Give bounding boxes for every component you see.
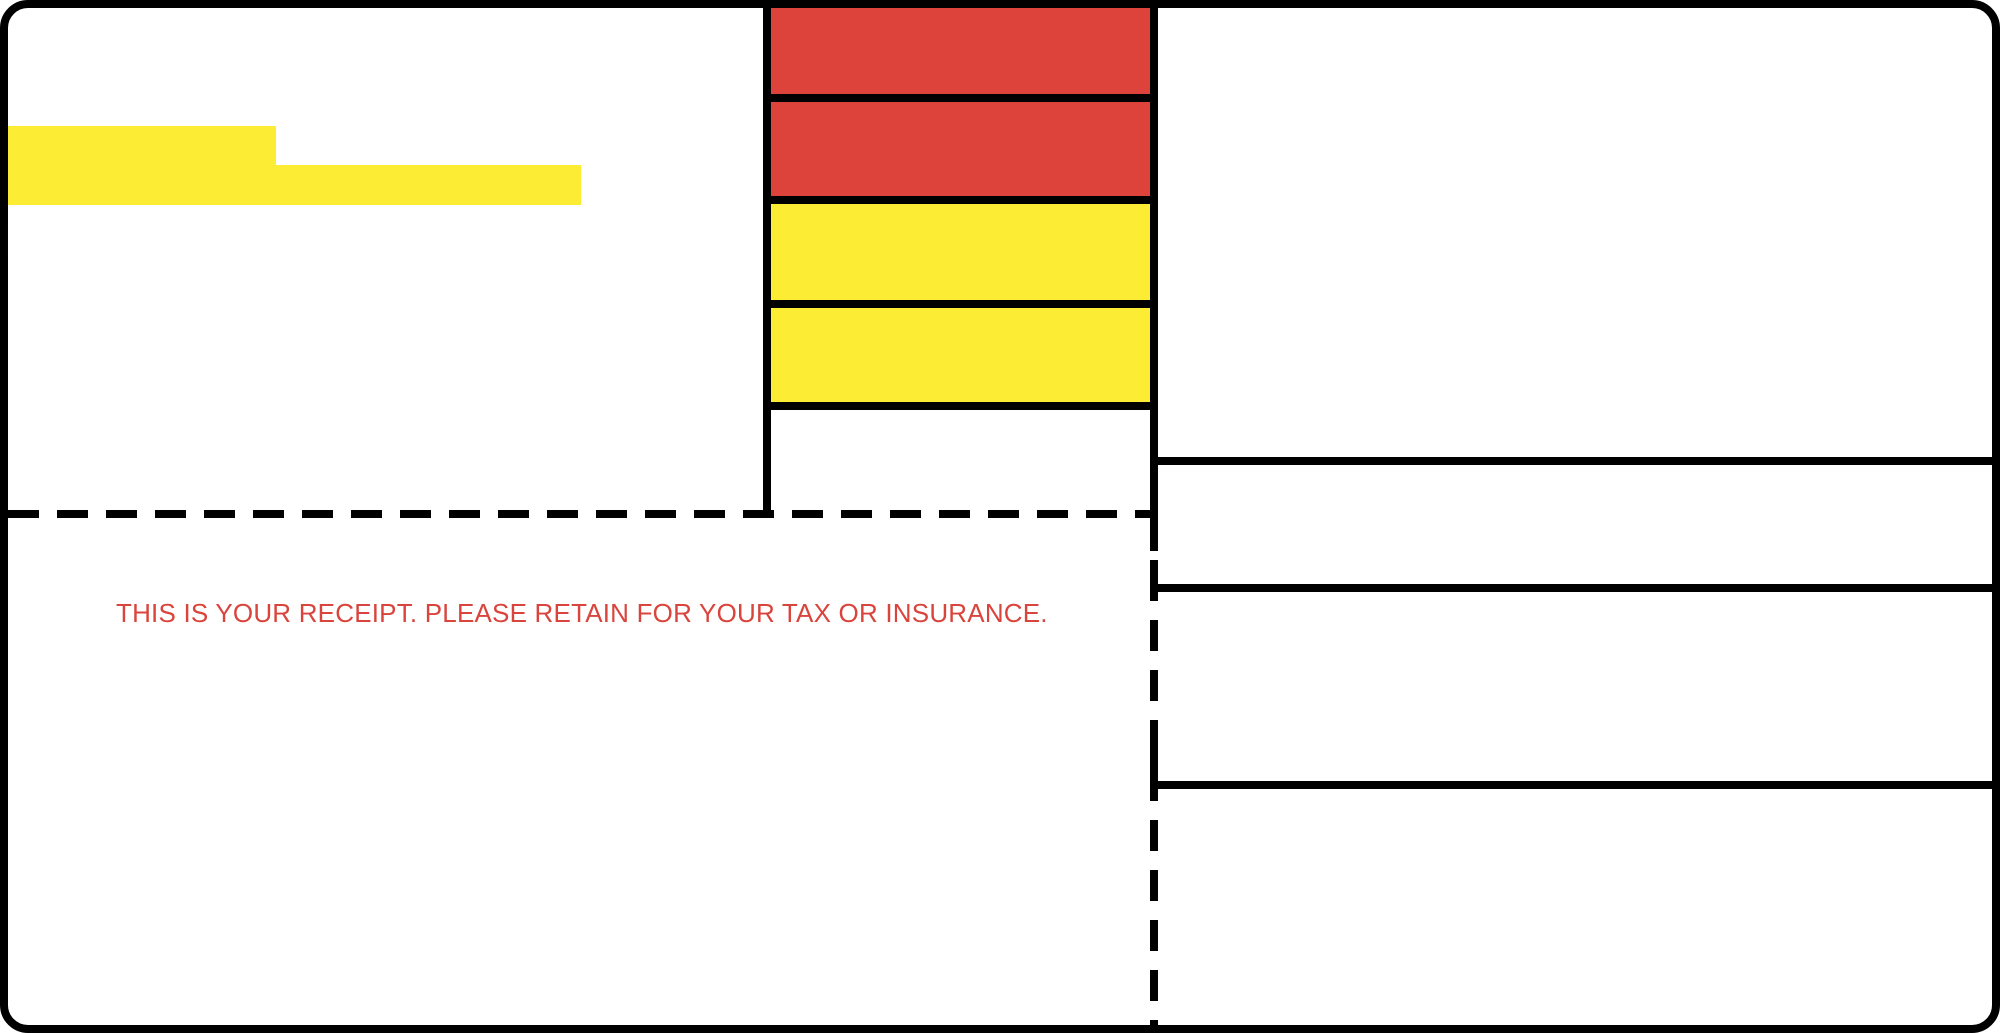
yellow-band-1: [767, 200, 1154, 304]
yellow-band-2: [767, 304, 1154, 406]
center-color-column: [763, 4, 1158, 520]
receipt-notice-text: THIS IS YOUR RECEIPT. PLEASE RETAIN FOR …: [116, 598, 1048, 628]
yellow-highlight-block: [8, 126, 581, 205]
red-band-1: [767, 8, 1154, 98]
red-band-2: [767, 98, 1154, 200]
